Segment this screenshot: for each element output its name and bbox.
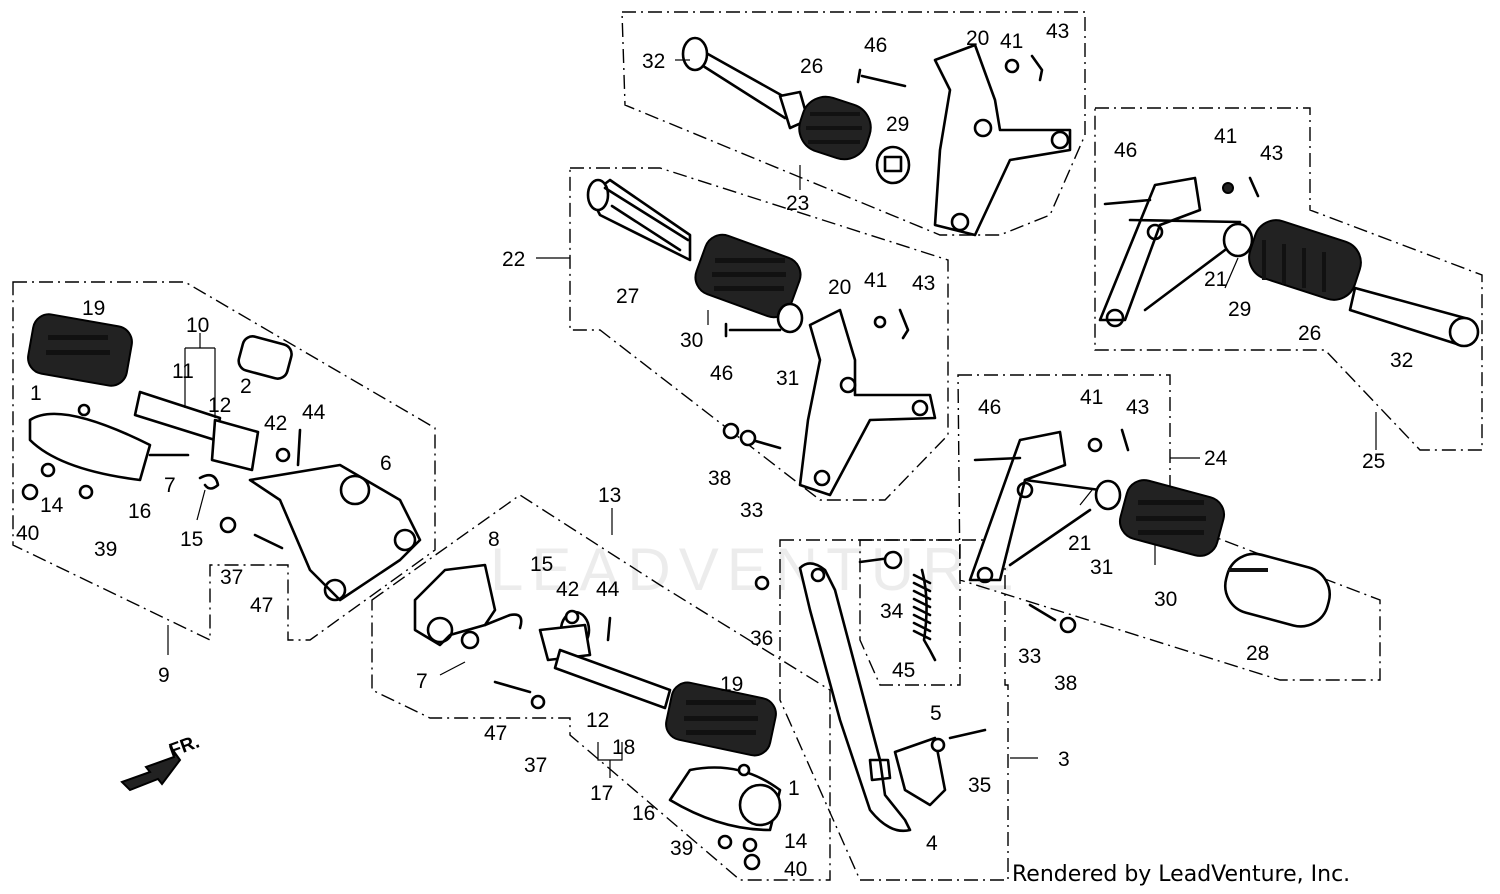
callout-7b: 7 [416, 670, 428, 693]
callout-32b: 32 [1390, 349, 1413, 372]
callout-29b: 29 [1228, 298, 1251, 321]
callout-16: 16 [128, 500, 151, 523]
callout-31b: 31 [1090, 556, 1113, 579]
group-outline-left [12, 281, 436, 642]
callout-5: 5 [930, 702, 942, 725]
callout-16b: 16 [632, 802, 655, 825]
callout-26: 26 [800, 55, 823, 78]
callout-40b: 40 [784, 858, 807, 881]
leader-lines [167, 59, 1377, 778]
callout-15: 15 [180, 528, 203, 551]
callout-37: 37 [220, 566, 243, 589]
group-outline-mid [569, 167, 949, 501]
callout-30: 30 [680, 329, 703, 352]
group-outline-top [621, 11, 1086, 236]
peg-assembly-22 [586, 178, 937, 497]
callout-20: 20 [966, 27, 989, 50]
group-outline-right-bottom [957, 374, 1381, 681]
callout-25: 25 [1362, 450, 1385, 473]
callout-43b: 43 [912, 272, 935, 295]
callout-42: 42 [264, 412, 287, 435]
callout-35: 35 [968, 774, 991, 797]
callout-8: 8 [488, 528, 500, 551]
callout-15b: 15 [530, 553, 553, 576]
group-outline-spring [859, 539, 961, 686]
side-stand-3 [754, 550, 987, 833]
callout-21b: 21 [1068, 532, 1091, 555]
callout-labels: 32 26 46 20 41 43 29 23 22 27 30 46 31 2… [16, 20, 1413, 881]
footer-credit: Rendered by LeadVenture, Inc. [1012, 862, 1351, 887]
callout-43c: 43 [1260, 142, 1283, 165]
callout-7: 7 [164, 474, 176, 497]
callout-31: 31 [776, 367, 799, 390]
callout-12b: 12 [586, 709, 609, 732]
callout-38: 38 [708, 467, 731, 490]
callout-14: 14 [40, 494, 64, 517]
callout-14b: 14 [784, 830, 808, 853]
peg-assembly-24 [968, 428, 1331, 634]
callout-41d: 41 [1080, 386, 1103, 409]
callout-18: 18 [612, 736, 635, 759]
front-direction-arrow: FR. [120, 731, 203, 792]
callout-32: 32 [642, 50, 665, 73]
callout-33b: 33 [1018, 645, 1041, 668]
callout-41c: 41 [1214, 125, 1237, 148]
callout-46c: 46 [1114, 139, 1137, 162]
callout-46d: 46 [978, 396, 1001, 419]
group-outline-stand [779, 539, 1009, 881]
callout-39: 39 [94, 538, 117, 561]
callout-19b: 19 [720, 673, 743, 696]
callout-22: 22 [502, 248, 525, 271]
callout-28: 28 [1246, 642, 1269, 665]
callout-24: 24 [1204, 447, 1228, 470]
callout-43: 43 [1046, 20, 1069, 43]
callout-27: 27 [616, 285, 639, 308]
callout-4: 4 [926, 832, 938, 855]
callout-10: 10 [186, 314, 209, 337]
peg-assembly-25 [1098, 176, 1480, 348]
callout-42b: 42 [556, 578, 579, 601]
callout-13: 13 [598, 484, 621, 507]
callout-1b: 1 [788, 777, 800, 800]
callout-36: 36 [750, 627, 773, 650]
callout-30b: 30 [1154, 588, 1177, 611]
callout-29: 29 [886, 113, 909, 136]
callout-37b: 37 [524, 754, 547, 777]
peg-assembly-9 [21, 313, 422, 602]
group-outline-center [371, 494, 831, 881]
callout-17: 17 [590, 782, 613, 805]
callout-41b: 41 [864, 269, 887, 292]
callout-9: 9 [158, 664, 170, 687]
callout-45: 45 [892, 659, 915, 682]
direction-label: FR. [167, 731, 203, 761]
callout-44b: 44 [596, 578, 620, 601]
callout-2: 2 [240, 375, 252, 398]
callout-12: 12 [208, 394, 231, 417]
callout-21: 21 [1204, 268, 1227, 291]
callout-3: 3 [1058, 748, 1070, 771]
peg-assembly-13 [413, 563, 782, 871]
callout-47: 47 [250, 594, 273, 617]
callout-11: 11 [172, 360, 194, 383]
callout-33: 33 [740, 499, 763, 522]
callout-38b: 38 [1054, 672, 1077, 695]
callout-39b: 39 [670, 837, 693, 860]
callout-41: 41 [1000, 30, 1023, 53]
callout-34: 34 [880, 600, 904, 623]
callout-46b: 46 [710, 362, 733, 385]
callout-26b: 26 [1298, 322, 1321, 345]
callout-20b: 20 [828, 276, 851, 299]
callout-6: 6 [380, 452, 392, 475]
callout-23: 23 [786, 192, 809, 215]
callout-47b: 47 [484, 722, 507, 745]
callout-43d: 43 [1126, 396, 1149, 419]
callout-46: 46 [864, 34, 887, 57]
callout-19: 19 [82, 297, 105, 320]
callout-1: 1 [30, 382, 42, 405]
callout-44: 44 [302, 401, 326, 424]
callout-40: 40 [16, 522, 39, 545]
peg-assembly-23 [681, 36, 1072, 237]
